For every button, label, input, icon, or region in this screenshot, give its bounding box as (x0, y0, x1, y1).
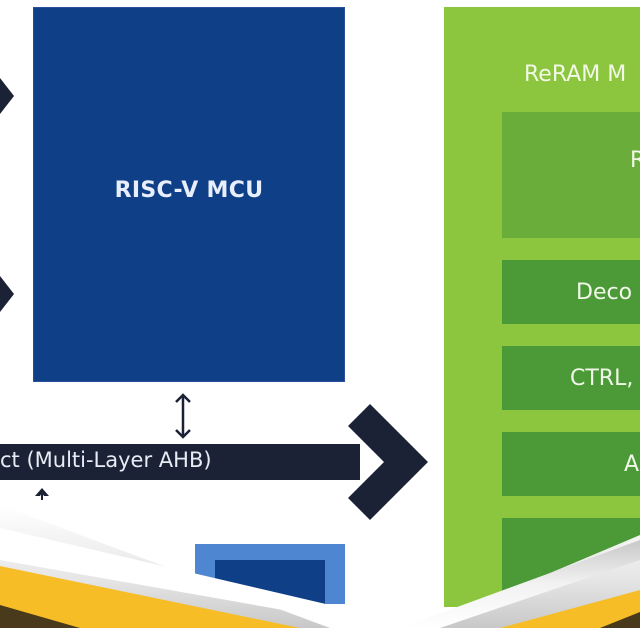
risc-v-mcu-block (33, 7, 345, 382)
ctrl-block: CTRL, (502, 346, 640, 410)
analog-block: A (502, 432, 640, 496)
mcu-label: RISC-V MCU (114, 178, 264, 203)
reram-array-label: R (630, 148, 640, 173)
double-arrow-vertical-icon (175, 393, 191, 439)
reram-array-block: R (502, 112, 640, 238)
ctrl-label: CTRL, (570, 366, 634, 391)
left-arrow-bottom-icon (0, 276, 14, 312)
decoder-block: Deco (502, 260, 640, 324)
decoder-label: Deco (576, 280, 633, 305)
bus-label: ct (Multi-Layer AHB) (0, 448, 212, 472)
left-arrow-top-icon (0, 78, 14, 114)
bus-arrow-head-icon (348, 404, 428, 520)
ahb-bus-bar (0, 444, 360, 480)
reram-macro-title: ReRAM M (524, 62, 627, 87)
analog-label: A (624, 452, 640, 477)
arrow-up-icon (35, 488, 49, 500)
